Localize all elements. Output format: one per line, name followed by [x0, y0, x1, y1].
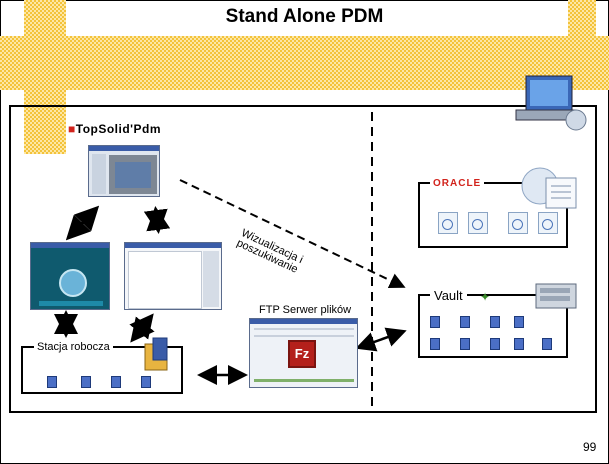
arrow-client-to-right: [143, 206, 171, 234]
arrow-client-to-left: [65, 205, 100, 241]
database-server-icon: [521, 167, 577, 209]
file-icon: [490, 316, 500, 328]
file-icon: [514, 338, 524, 350]
oracle-logo: ORACLE: [430, 178, 485, 189]
topsolid-logo: ■TopSolid'Pdm: [68, 122, 162, 136]
logo-text: TopSolid'Pdm: [75, 122, 162, 136]
file-icon: [490, 338, 500, 350]
file-icon: [430, 316, 440, 328]
document-icon: [468, 212, 488, 234]
file-icon: [460, 338, 470, 350]
workstation-folder-icon: [144, 337, 168, 371]
page-number: 99: [583, 440, 597, 454]
ftp-server-label: FTP Serwer plików: [259, 304, 352, 316]
computer-icon: [515, 75, 587, 131]
file-icon: [111, 376, 121, 388]
vault-label: Vault: [430, 288, 467, 303]
vertical-pattern-band: [24, 0, 66, 154]
document-icon: [538, 212, 558, 234]
viewer-app-screenshot: [30, 242, 110, 310]
document-icon: [508, 212, 528, 234]
arrow-ftp-vault: [355, 327, 407, 352]
file-icon: [542, 338, 552, 350]
windows-logo-icon: ✦: [480, 290, 491, 304]
editor-app-screenshot: [124, 242, 222, 310]
file-icon: [460, 316, 470, 328]
slide-title: Stand Alone PDM: [225, 6, 384, 27]
file-icon: [430, 338, 440, 350]
vault-server-icon: [535, 283, 577, 309]
filezilla-icon: Fz: [288, 340, 316, 368]
document-icon: [438, 212, 458, 234]
topsolid-app-screenshot: [88, 145, 160, 197]
workstation-label: Stacja robocza: [34, 341, 113, 353]
file-icon: [47, 376, 57, 388]
header-pattern-band: [0, 36, 609, 90]
file-icon: [514, 316, 524, 328]
corner-pattern-block: [568, 0, 596, 36]
arrow-right-to-workstation: [129, 313, 155, 343]
visualization-arrow: [179, 179, 406, 289]
file-icon: [141, 376, 151, 388]
file-icon: [81, 376, 91, 388]
diagram-frame: [9, 105, 597, 413]
